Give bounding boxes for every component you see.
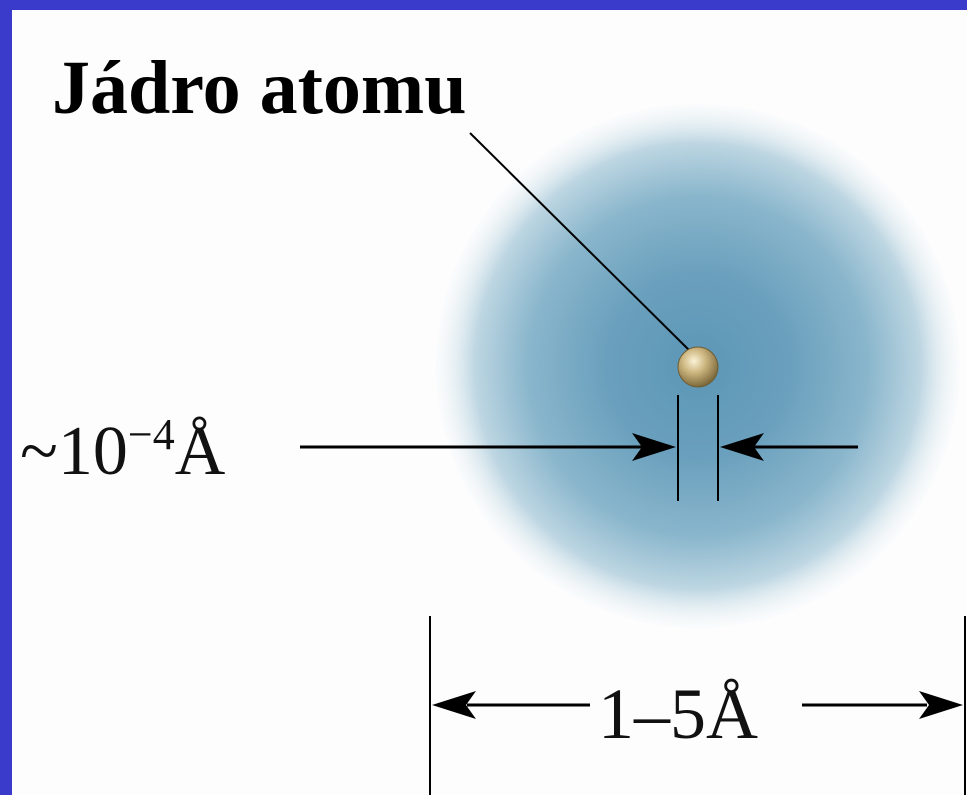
- nucleus-size-unit: Å: [174, 413, 226, 490]
- nucleus: [677, 346, 719, 388]
- atom-arrow-left-head: [432, 691, 476, 719]
- nucleus-size-exponent: −4: [127, 410, 175, 459]
- nucleus-size-label: ~10−4Å: [20, 413, 225, 487]
- atom-arrow-right-head: [919, 691, 963, 719]
- atom-diagram: [300, 104, 966, 795]
- nucleus-leader-line: [469, 132, 695, 356]
- nucleus-size-prefix: ~10: [20, 413, 128, 490]
- diagram-panel: Jádro atomu ~10−4Å 1–5Å: [12, 10, 967, 795]
- atom-size-label: 1–5Å: [598, 674, 758, 754]
- diagram-title: Jádro atomu: [52, 46, 467, 130]
- nucleus-arrow-right-head: [720, 433, 764, 461]
- nucleus-arrow-left-head: [632, 433, 676, 461]
